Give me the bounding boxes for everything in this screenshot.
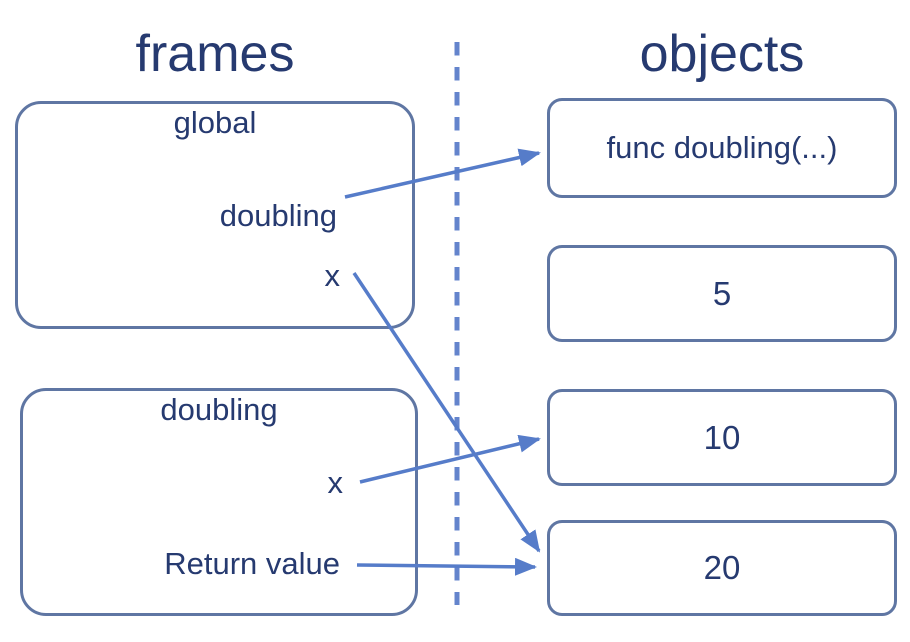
var-global-x: x [324, 258, 341, 293]
object-box-5: 5 [547, 245, 897, 342]
object-box-10: 10 [547, 389, 897, 486]
object-func-doubling-label: func doubling(...) [606, 130, 838, 165]
var-global-doubling: doubling [219, 198, 337, 233]
var-doubling-x: x [327, 465, 344, 500]
object-10-label: 10 [703, 418, 741, 456]
object-20-label: 20 [703, 549, 741, 586]
frame-doubling-title: doubling [154, 392, 284, 428]
object-5-label: 5 [712, 274, 732, 312]
var-doubling-return-value: Return value [164, 546, 340, 581]
objects-column-header: objects [639, 25, 805, 83]
object-box-func-doubling: func doubling(...) [547, 98, 897, 198]
frames-column-header: frames [135, 25, 295, 83]
frame-doubling: doubling [20, 388, 418, 616]
object-box-20: 20 [547, 520, 897, 616]
frame-global-title: global [167, 105, 263, 141]
frame-global: global [15, 101, 415, 329]
